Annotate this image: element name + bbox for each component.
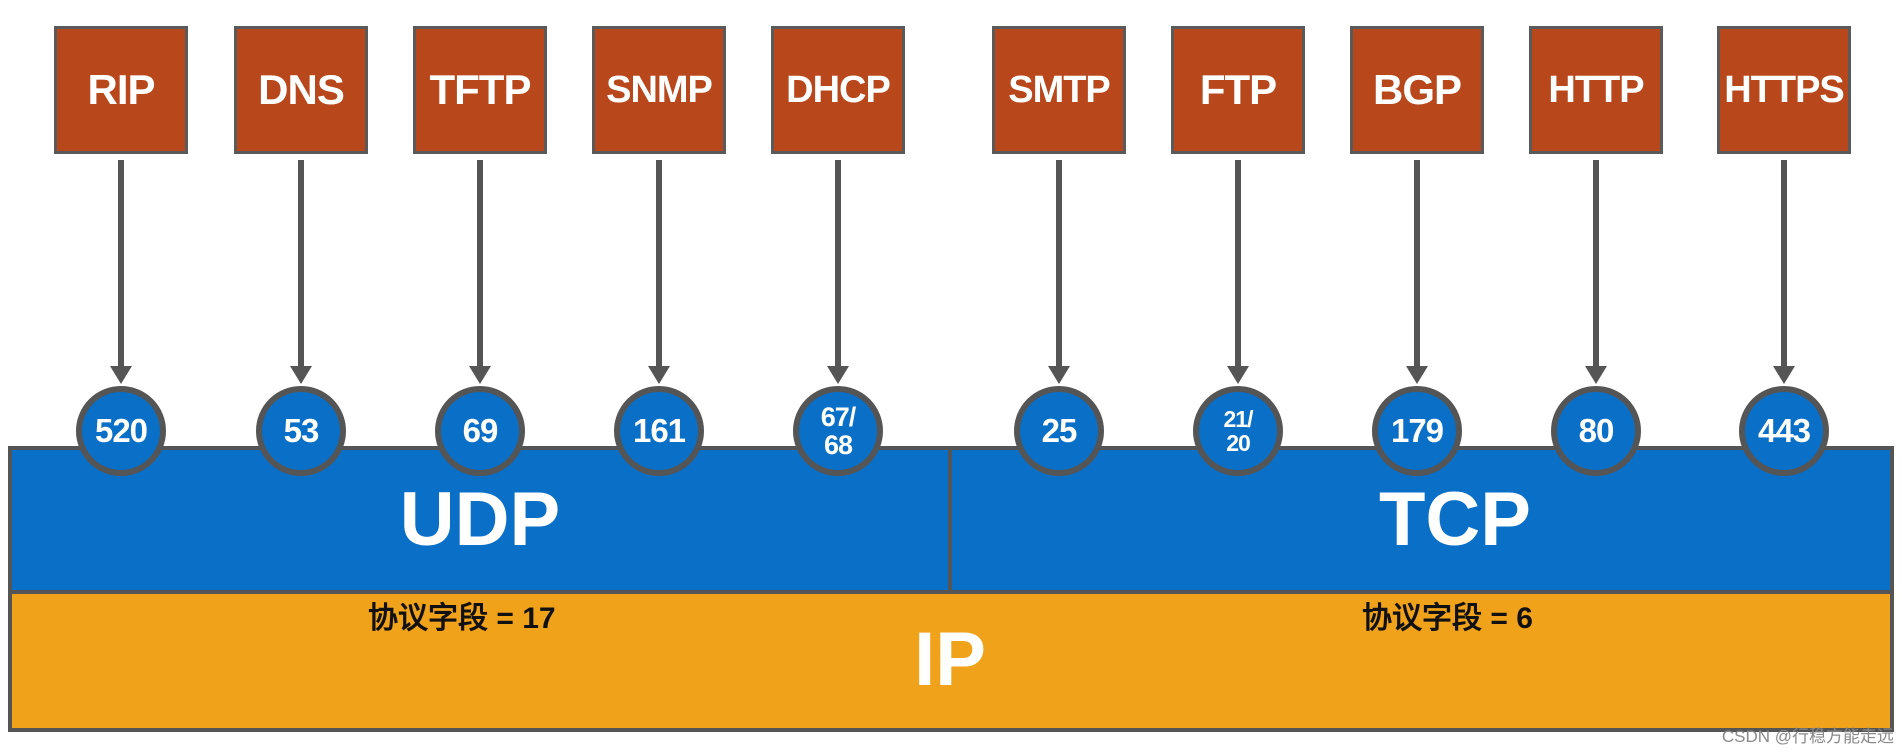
port-circle-smtp: 25 (1014, 386, 1104, 476)
udp-protocol-field-label: 协议字段 = 17 (368, 602, 556, 635)
port-circle-ftp: 21/ 20 (1193, 386, 1283, 476)
arrow-bgp (1414, 160, 1420, 368)
protocol-box-http: HTTP (1529, 26, 1663, 154)
ip-title: IP (914, 617, 986, 702)
arrow-head-bgp (1406, 366, 1428, 384)
arrow-smtp (1056, 160, 1062, 368)
protocol-box-snmp: SNMP (592, 26, 726, 154)
arrow-snmp (656, 160, 662, 368)
port-circle-dhcp: 67/ 68 (793, 386, 883, 476)
arrow-rip (118, 160, 124, 368)
port-circle-snmp: 161 (614, 386, 704, 476)
arrow-head-dns (290, 366, 312, 384)
protocol-box-tftp: TFTP (413, 26, 547, 154)
tcp-title: TCP (1379, 477, 1531, 562)
arrow-head-http (1585, 366, 1607, 384)
protocol-box-dhcp: DHCP (771, 26, 905, 154)
arrow-dns (298, 160, 304, 368)
protocol-box-smtp: SMTP (992, 26, 1126, 154)
protocol-box-rip: RIP (54, 26, 188, 154)
port-circle-http: 80 (1551, 386, 1641, 476)
arrow-head-rip (110, 366, 132, 384)
arrow-head-https (1773, 366, 1795, 384)
arrow-head-smtp (1048, 366, 1070, 384)
udp-title: UDP (399, 477, 561, 562)
protocol-box-ftp: FTP (1171, 26, 1305, 154)
arrow-dhcp (835, 160, 841, 368)
arrow-head-tftp (469, 366, 491, 384)
protocol-box-dns: DNS (234, 26, 368, 154)
ip-layer-band (8, 590, 1894, 732)
arrow-http (1593, 160, 1599, 368)
arrow-ftp (1235, 160, 1241, 368)
arrow-https (1781, 160, 1787, 368)
tcp-protocol-field-label: 协议字段 = 6 (1362, 602, 1533, 635)
arrow-head-snmp (648, 366, 670, 384)
watermark: CSDN @行稳方能走远 (1721, 727, 1894, 746)
port-circle-bgp: 179 (1372, 386, 1462, 476)
arrow-head-dhcp (827, 366, 849, 384)
protocol-box-https: HTTPS (1717, 26, 1851, 154)
port-circle-rip: 520 (76, 386, 166, 476)
port-circle-dns: 53 (256, 386, 346, 476)
protocol-box-bgp: BGP (1350, 26, 1484, 154)
port-circle-https: 443 (1739, 386, 1829, 476)
port-circle-tftp: 69 (435, 386, 525, 476)
arrow-tftp (477, 160, 483, 368)
arrow-head-ftp (1227, 366, 1249, 384)
